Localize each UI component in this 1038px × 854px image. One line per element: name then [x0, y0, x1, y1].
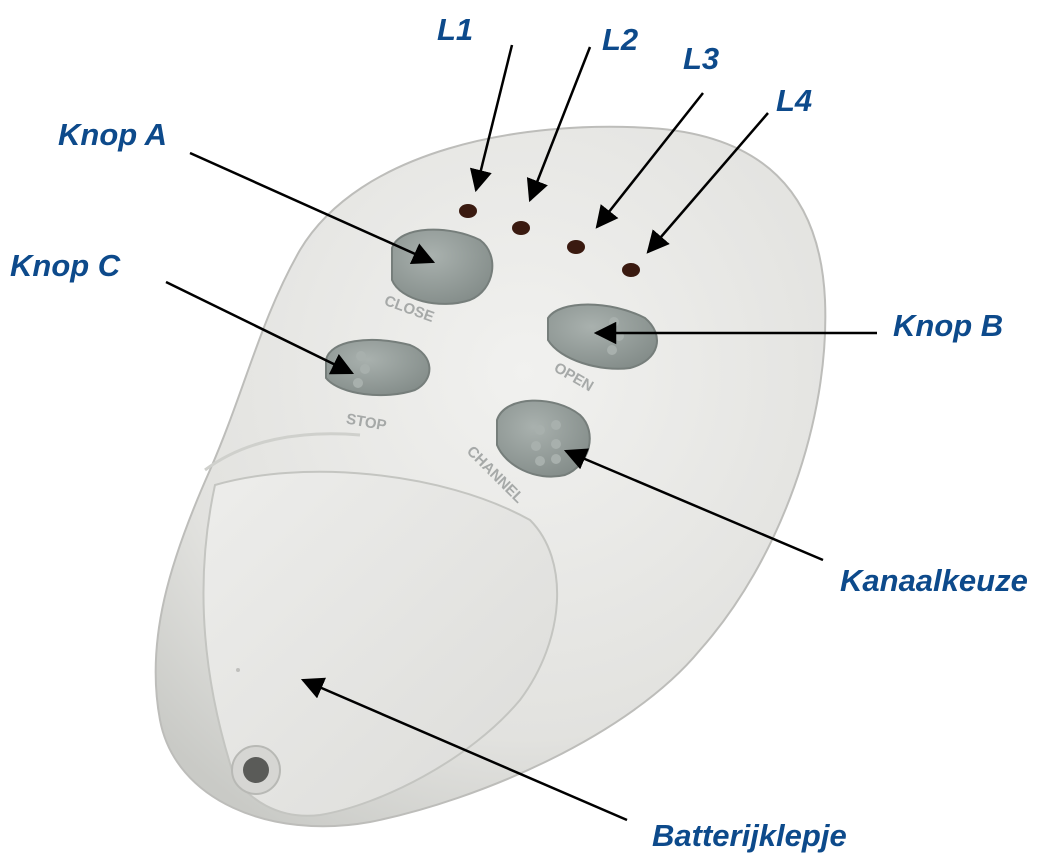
led-l4: [622, 263, 640, 277]
cover-dimple: [236, 668, 240, 672]
label-knop-c: Knop C: [10, 248, 121, 283]
label-l1: L1: [437, 12, 473, 47]
label-knop-b: Knop B: [893, 308, 1003, 343]
stop-dot-icon: [356, 351, 366, 361]
channel-dot-icon: [535, 425, 545, 435]
led-l2: [512, 221, 530, 235]
led-l1: [459, 204, 477, 218]
label-batterijklepje: Batterijklepje: [652, 818, 847, 853]
channel-dot-icon: [551, 439, 561, 449]
channel-dot-icon: [551, 454, 561, 464]
label-l2: L2: [602, 22, 638, 57]
label-kanaalkeuze: Kanaalkeuze: [840, 563, 1028, 598]
channel-dot-icon: [535, 456, 545, 466]
open-dot-icon: [607, 345, 617, 355]
led-l3: [567, 240, 585, 254]
open-dot-icon: [609, 317, 619, 327]
stop-dot-icon: [353, 378, 363, 388]
stop-dot-icon: [360, 364, 370, 374]
lanyard-hole: [232, 746, 280, 794]
label-l3: L3: [683, 41, 719, 76]
label-knop-a: Knop A: [58, 117, 167, 152]
label-l4: L4: [776, 83, 812, 118]
channel-dot-icon: [551, 420, 561, 430]
channel-dot-icon: [531, 441, 541, 451]
